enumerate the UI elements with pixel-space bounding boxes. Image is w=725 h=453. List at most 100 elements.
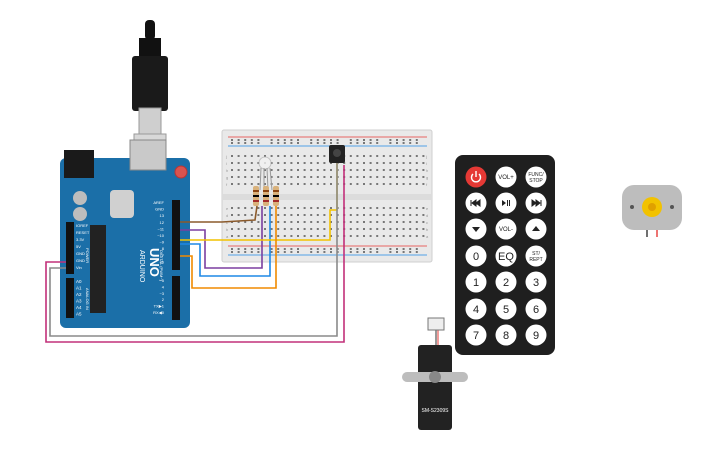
breadboard-hole[interactable] (396, 214, 398, 216)
breadboard-hole[interactable] (409, 228, 412, 230)
breadboard-hole[interactable] (409, 142, 412, 144)
breadboard-hole[interactable] (415, 139, 418, 141)
breadboard-hole[interactable] (270, 228, 273, 230)
breadboard-hole[interactable] (283, 214, 286, 216)
breadboard-hole[interactable] (250, 176, 253, 178)
breadboard-hole[interactable] (257, 183, 260, 185)
breadboard-hole[interactable] (330, 183, 332, 185)
breadboard-hole[interactable] (369, 251, 372, 253)
breadboard-hole[interactable] (415, 162, 418, 164)
play-pause-button[interactable] (495, 192, 517, 214)
breadboard-hole[interactable] (231, 142, 233, 144)
breadboard-hole[interactable] (231, 251, 233, 253)
breadboard-hole[interactable] (363, 176, 365, 178)
breadboard-hole[interactable] (402, 214, 405, 216)
breadboard-hole[interactable] (402, 176, 405, 178)
breadboard-hole[interactable] (283, 248, 286, 250)
breadboard-hole[interactable] (363, 169, 365, 171)
breadboard-hole[interactable] (316, 235, 319, 237)
breadboard-hole[interactable] (382, 176, 385, 178)
breadboard-hole[interactable] (283, 169, 286, 171)
breadboard-hole[interactable] (376, 183, 379, 185)
breadboard-hole[interactable] (283, 176, 286, 178)
breadboard-hole[interactable] (369, 139, 372, 141)
breadboard-hole[interactable] (290, 176, 293, 178)
breadboard-hole[interactable] (264, 221, 266, 223)
breadboard-hole[interactable] (244, 251, 247, 253)
breadboard-hole[interactable] (250, 214, 253, 216)
breadboard-hole[interactable] (250, 183, 253, 185)
breadboard-hole[interactable] (231, 228, 233, 230)
breadboard-hole[interactable] (363, 214, 365, 216)
breadboard-hole[interactable] (290, 183, 293, 185)
up-button[interactable] (525, 218, 547, 240)
breadboard-hole[interactable] (316, 155, 319, 157)
breadboard-hole[interactable] (310, 155, 313, 157)
breadboard-hole[interactable] (257, 251, 260, 253)
remote-button-8[interactable]: 8 (495, 324, 517, 346)
breadboard-hole[interactable] (303, 155, 306, 157)
breadboard-hole[interactable] (283, 142, 286, 144)
breadboard-hole[interactable] (277, 155, 280, 157)
breadboard-hole[interactable] (231, 169, 233, 171)
breadboard-hole[interactable] (363, 235, 365, 237)
breadboard-hole[interactable] (231, 176, 233, 178)
breadboard-hole[interactable] (330, 142, 332, 144)
breadboard-hole[interactable] (349, 155, 352, 157)
breadboard-hole[interactable] (250, 251, 253, 253)
breadboard-hole[interactable] (270, 248, 273, 250)
breadboard-hole[interactable] (363, 142, 365, 144)
breadboard-hole[interactable] (283, 155, 286, 157)
breadboard-hole[interactable] (290, 235, 293, 237)
breadboard-hole[interactable] (369, 176, 372, 178)
breadboard-hole[interactable] (303, 207, 306, 209)
breadboard-hole[interactable] (277, 248, 280, 250)
breadboard-hole[interactable] (349, 169, 352, 171)
breadboard-hole[interactable] (402, 169, 405, 171)
breadboard-hole[interactable] (369, 248, 372, 250)
arduino-uno-board[interactable]: ARDUINO UNO POWER ANALOG IN DIGITAL (PWM… (60, 139, 190, 328)
breadboard-hole[interactable] (257, 162, 260, 164)
breadboard-hole[interactable] (382, 162, 385, 164)
remote-button-5[interactable]: 5 (495, 298, 517, 320)
breadboard-hole[interactable] (257, 221, 260, 223)
breadboard-hole[interactable] (297, 169, 299, 171)
breadboard-hole[interactable] (323, 251, 326, 253)
breadboard-hole[interactable] (316, 248, 319, 250)
breadboard-hole[interactable] (297, 235, 299, 237)
breadboard-hole[interactable] (250, 139, 253, 141)
breadboard-hole[interactable] (237, 142, 240, 144)
breadboard-hole[interactable] (231, 214, 233, 216)
breadboard-hole[interactable] (270, 251, 273, 253)
breadboard-hole[interactable] (250, 142, 253, 144)
breadboard-hole[interactable] (349, 235, 352, 237)
breadboard-hole[interactable] (376, 221, 379, 223)
breadboard-hole[interactable] (290, 248, 293, 250)
breadboard-hole[interactable] (244, 162, 247, 164)
breadboard-hole[interactable] (316, 176, 319, 178)
breadboard-hole[interactable] (237, 235, 240, 237)
breadboard-hole[interactable] (310, 142, 313, 144)
breadboard-hole[interactable] (310, 235, 313, 237)
breadboard-hole[interactable] (356, 155, 359, 157)
breadboard-hole[interactable] (270, 176, 273, 178)
breadboard-hole[interactable] (349, 221, 352, 223)
breadboard-hole[interactable] (409, 169, 412, 171)
breadboard-hole[interactable] (356, 221, 359, 223)
breadboard-hole[interactable] (244, 228, 247, 230)
breadboard-hole[interactable] (402, 162, 405, 164)
breadboard-hole[interactable] (310, 183, 313, 185)
breadboard-hole[interactable] (349, 207, 352, 209)
breadboard-hole[interactable] (257, 169, 260, 171)
breadboard-hole[interactable] (316, 228, 319, 230)
breadboard-hole[interactable] (316, 169, 319, 171)
breadboard-hole[interactable] (297, 214, 299, 216)
breadboard-hole[interactable] (382, 228, 385, 230)
breadboard-hole[interactable] (422, 228, 425, 230)
breadboard-hole[interactable] (244, 248, 247, 250)
breadboard-hole[interactable] (409, 207, 412, 209)
breadboard-hole[interactable] (349, 214, 352, 216)
breadboard-hole[interactable] (250, 155, 253, 157)
breadboard-hole[interactable] (277, 221, 280, 223)
